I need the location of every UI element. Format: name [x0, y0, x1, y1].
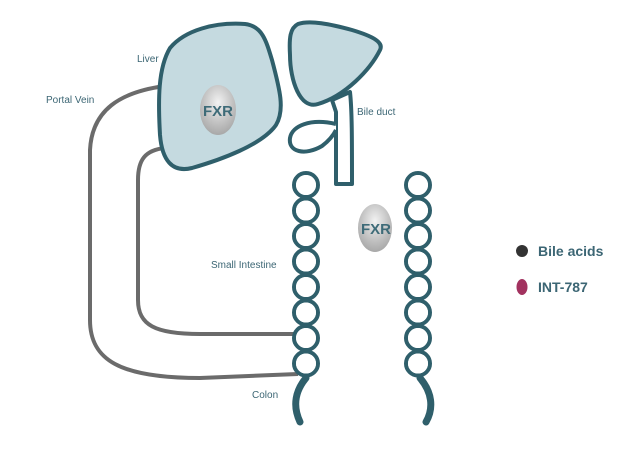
fxr-label-liver: FXR: [203, 103, 233, 120]
small-intestine-left: [292, 171, 320, 378]
small-intestine-right: [404, 171, 432, 378]
bile-duct-loop: [287, 119, 338, 154]
intestine-segment-inner: [408, 328, 428, 348]
intestine-segment-inner: [408, 226, 428, 246]
intestine-segment-inner: [296, 251, 316, 272]
small-intestine-label: Small Intestine: [211, 260, 277, 271]
intestine-segment-inner: [296, 302, 316, 323]
intestine-segment-inner: [408, 251, 428, 272]
bile-acids-legend-label: Bile acids: [538, 243, 604, 259]
intestine-segment-inner: [296, 353, 316, 374]
colon-left: [292, 374, 310, 426]
fxr-label-intestine: FXR: [361, 221, 391, 238]
bile-duct: [330, 90, 354, 186]
intestine-segment-inner: [408, 175, 428, 195]
intestine-segment-inner: [408, 277, 428, 297]
bile-acids-legend-icon: [516, 245, 528, 257]
portal-vein-label: Portal Vein: [46, 95, 94, 106]
intestine-segment-inner: [296, 200, 316, 221]
intestine-segment-inner: [408, 200, 428, 221]
int-787-legend-icon: [516, 279, 528, 295]
fxr-receptor-intestine: FXR: [358, 204, 392, 252]
legend: Bile acids INT-787: [516, 243, 604, 295]
portal-vein-inner: [136, 146, 298, 336]
intestine-segment-inner: [296, 226, 316, 246]
fxr-receptor-liver: FXR: [200, 85, 236, 135]
intestine-segment-inner: [296, 328, 316, 348]
intestine-segment-inner: [296, 175, 316, 195]
intestine-segment-inner: [408, 353, 428, 374]
intestine-segment-inner: [296, 277, 316, 297]
int-787-legend-label: INT-787: [538, 279, 588, 295]
colon-label: Colon: [252, 390, 278, 401]
bile-duct-label: Bile duct: [357, 107, 396, 118]
colon-right: [416, 374, 435, 426]
gallbladder: [287, 20, 383, 107]
portal-vein-outer: [88, 84, 299, 381]
liver-label: Liver: [137, 54, 159, 65]
intestine-segment-inner: [408, 302, 428, 323]
